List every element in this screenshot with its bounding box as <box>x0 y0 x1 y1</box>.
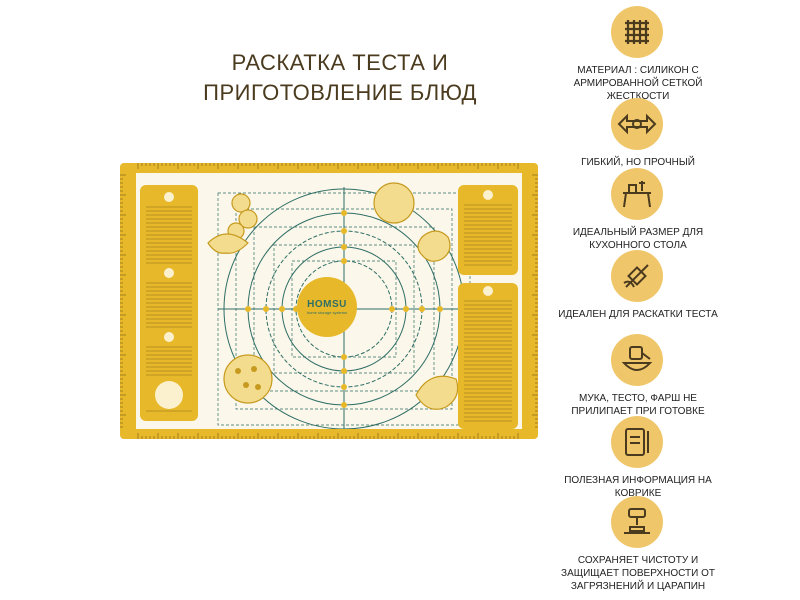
grid-icon <box>625 20 649 44</box>
dumpling-illustration <box>415 375 459 410</box>
feature-icon-bg <box>611 6 663 58</box>
feature-icon-bg <box>611 334 663 386</box>
left-info-panel <box>140 185 198 421</box>
feature-icon-bg <box>611 250 663 302</box>
brand-subtitle: home storage systems <box>306 310 348 315</box>
flour-bowl-icon <box>621 346 653 371</box>
feature-icon-bg <box>611 416 663 468</box>
feature-label: ИДЕАЛЬНЫЙ РАЗМЕР ДЛЯ КУХОННОГО СТОЛА <box>572 227 704 251</box>
page-title: РАСКАТКА ТЕСТА И ПРИГОТОВЛЕНИЕ БЛЮД <box>150 48 530 108</box>
right-top-text-lines <box>464 190 512 266</box>
right-bottom-text-lines <box>464 286 512 422</box>
recipe-book-icon <box>625 428 649 456</box>
pie-illustration <box>373 182 415 224</box>
croissant-illustration <box>207 233 249 254</box>
baking-mat: HOMSU home storage systems <box>120 163 538 439</box>
feature-icon-bg <box>611 98 663 150</box>
title-line-2: ПРИГОТОВЛЕНИЕ БЛЮД <box>203 80 477 105</box>
ruler-ticks <box>120 163 538 439</box>
brand-logo: HOMSU home storage systems <box>297 277 357 337</box>
feature-label: ИДЕАЛЕН ДЛЯ РАСКАТКИ ТЕСТА <box>558 309 718 320</box>
cookies-illustration <box>227 193 258 240</box>
pizza-illustration <box>223 354 273 404</box>
feature-label: ГИБКИЙ, НО ПРОЧНЫЙ <box>581 157 695 168</box>
feature-label: МАТЕРИАЛ : СИЛИКОН С АРМИРОВАННОЙ СЕТКОЙ… <box>573 65 703 102</box>
feature-list: МАТЕРИАЛ : СИЛИКОН С АРМИРОВАННОЙ СЕТКОЙ… <box>548 0 728 600</box>
rolling-pin-icon <box>623 264 649 288</box>
brand-name: HOMSU <box>307 299 347 310</box>
feature-label: ПОЛЕЗНАЯ ИНФОРМАЦИЯ НА КОВРИКЕ <box>564 475 712 499</box>
pretzel-illustration <box>417 230 451 262</box>
feature-label: СОХРАНЯЕТ ЧИСТОТУ И ЗАЩИЩАЕТ ПОВЕРХНОСТИ… <box>561 555 715 592</box>
right-top-info-panel <box>458 185 518 275</box>
flex-arrows-icon <box>617 113 657 135</box>
mat-surface <box>136 173 522 429</box>
kitchen-table-icon <box>623 181 651 208</box>
feature-icon-bg <box>611 496 663 548</box>
feature-label: МУКА, ТЕСТО, ФАРШ НЕ ПРИЛИПАЕТ ПРИ ГОТОВ… <box>571 393 705 417</box>
feature-icon-bg <box>611 168 663 220</box>
left-panel-text-lines <box>146 192 192 412</box>
title-line-1: РАСКАТКА ТЕСТА И <box>231 50 449 75</box>
mat-guides <box>207 182 471 429</box>
right-bottom-info-panel <box>458 283 518 429</box>
clean-surface-icon <box>624 508 650 534</box>
